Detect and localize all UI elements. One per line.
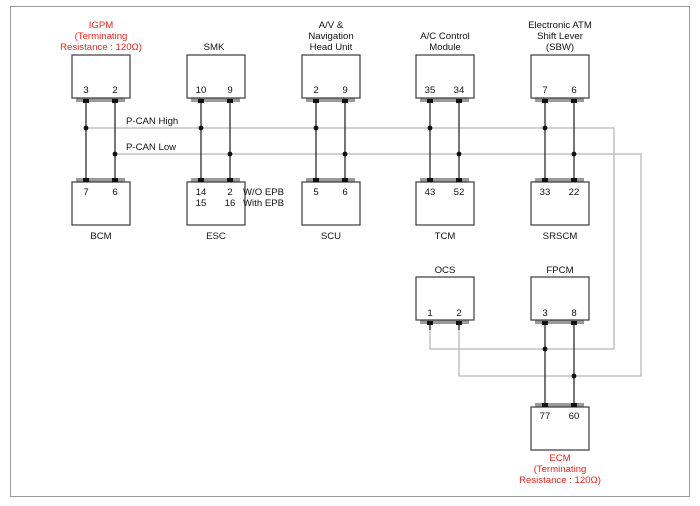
smk-title: SMK bbox=[204, 42, 225, 53]
ac-control-module-connector: A/C Control Module 35 34 bbox=[415, 31, 475, 103]
acm-tcm-low-junction-dot bbox=[456, 151, 462, 157]
esc-note-with-epb: With EPB bbox=[243, 198, 284, 209]
navi-pin-low: 9 bbox=[342, 85, 347, 96]
smk-pin-high: 10 bbox=[196, 85, 207, 96]
esc-title: ESC bbox=[206, 231, 226, 242]
ocs-connector: OCS 1 2 bbox=[415, 265, 475, 325]
smk-pin-low: 9 bbox=[227, 85, 232, 96]
smk-esc-low-junction-dot bbox=[227, 151, 233, 157]
fpcm-pin-low: 8 bbox=[571, 308, 576, 319]
bcm-connector: 7 6 BCM bbox=[71, 178, 131, 242]
navi-title-line3: Head Unit bbox=[310, 42, 353, 53]
acm-pin-high: 35 bbox=[425, 85, 436, 96]
navi-title-line2: Navigation bbox=[308, 31, 353, 42]
p-can-low-label: P-CAN Low bbox=[126, 142, 176, 153]
sbw-srscm-low-junction-dot bbox=[571, 151, 577, 157]
acm-tcm-high-junction-dot bbox=[427, 125, 433, 131]
sbw-title-line2: Shift Lever bbox=[537, 31, 584, 42]
ecm-pin-low: 60 bbox=[569, 411, 580, 422]
bcm-pin-high: 7 bbox=[83, 187, 88, 198]
fpcm-ecm-high-junction-dot bbox=[542, 346, 548, 352]
tcm-title: TCM bbox=[435, 231, 456, 242]
ecm-pin-high: 77 bbox=[540, 411, 551, 422]
fpcm-ecm-low-junction-dot bbox=[571, 373, 577, 379]
p-can-high-label: P-CAN High bbox=[126, 116, 178, 127]
navigation-head-unit-connector: A/V & Navigation Head Unit 2 9 bbox=[301, 20, 361, 103]
navi-scu-high-junction-dot bbox=[313, 125, 319, 131]
smk-connector: SMK 10 9 bbox=[186, 42, 246, 103]
navi-title: A/V & bbox=[319, 20, 344, 31]
smk-esc-high-junction-dot bbox=[198, 125, 204, 131]
igpm-title-line3: Resistance : 120Ω) bbox=[60, 42, 142, 53]
fpcm-title: FPCM bbox=[546, 265, 573, 276]
sbw-srscm-high-junction-dot bbox=[542, 125, 548, 131]
acm-title-line2: Module bbox=[429, 42, 460, 53]
can-bus-wires bbox=[86, 127, 642, 377]
junction-dots bbox=[83, 125, 577, 379]
ocs-pin-low: 2 bbox=[456, 308, 461, 319]
srscm-connector: 33 22 SRSCM bbox=[530, 178, 590, 242]
sbw-title-line3: (SBW) bbox=[546, 42, 574, 53]
igpm-title-line2: (Terminating bbox=[75, 31, 128, 42]
esc-pin-low-epb: 16 bbox=[225, 198, 236, 209]
tcm-connector: 43 52 TCM bbox=[415, 178, 475, 242]
bcm-title: BCM bbox=[90, 231, 111, 242]
fpcm-pin-high: 3 bbox=[542, 308, 547, 319]
igpm-bcm-low-junction-dot bbox=[112, 151, 118, 157]
acm-title: A/C Control bbox=[420, 31, 470, 42]
esc-pin-high-epb: 15 bbox=[196, 198, 207, 209]
pin-stub-lines bbox=[85, 103, 575, 403]
esc-connector: 14 2 15 16 W/O EPB With EPB ESC bbox=[186, 178, 284, 242]
fpcm-connector: FPCM 3 8 bbox=[530, 265, 590, 325]
srscm-pin-low: 22 bbox=[569, 187, 580, 198]
srscm-title: SRSCM bbox=[543, 231, 578, 242]
ocs-pin-high: 1 bbox=[427, 308, 432, 319]
sbw-title: Electronic ATM bbox=[528, 20, 592, 31]
diagram-frame bbox=[10, 6, 690, 497]
esc-pin-low: 2 bbox=[227, 187, 232, 198]
tcm-pin-low: 52 bbox=[454, 187, 465, 198]
bcm-pin-low: 6 bbox=[112, 187, 117, 198]
igpm-pin-low: 2 bbox=[112, 85, 117, 96]
ocs-title: OCS bbox=[435, 265, 456, 276]
p-can-high-wire bbox=[86, 127, 615, 350]
shift-lever-sbw-connector: Electronic ATM Shift Lever (SBW) 7 6 bbox=[528, 20, 592, 103]
esc-note-wo-epb: W/O EPB bbox=[243, 187, 284, 198]
ecm-connector: 77 60 ECM (Terminating Resistance : 120Ω… bbox=[519, 403, 601, 486]
tcm-pin-high: 43 bbox=[425, 187, 436, 198]
igpm-pin-high: 3 bbox=[83, 85, 88, 96]
scu-pin-high: 5 bbox=[313, 187, 318, 198]
ecm-title-line2: (Terminating bbox=[534, 464, 587, 475]
navi-scu-low-junction-dot bbox=[342, 151, 348, 157]
scu-connector: 5 6 SCU bbox=[301, 178, 361, 242]
scu-pin-low: 6 bbox=[342, 187, 347, 198]
ecm-title: ECM bbox=[549, 453, 570, 464]
sbw-pin-low: 6 bbox=[571, 85, 576, 96]
p-can-low-wire bbox=[115, 153, 642, 377]
igpm-title: IGPM bbox=[89, 20, 114, 31]
navi-pin-high: 2 bbox=[313, 85, 318, 96]
sbw-pin-high: 7 bbox=[542, 85, 547, 96]
esc-pin-high: 14 bbox=[196, 187, 207, 198]
igpm-bcm-high-junction-dot bbox=[83, 125, 89, 131]
srscm-pin-high: 33 bbox=[540, 187, 551, 198]
scu-title: SCU bbox=[321, 231, 341, 242]
ecm-title-line3: Resistance : 120Ω) bbox=[519, 475, 601, 486]
igpm-connector: IGPM (Terminating Resistance : 120Ω) 3 2 bbox=[60, 20, 142, 103]
acm-pin-low: 34 bbox=[454, 85, 465, 96]
